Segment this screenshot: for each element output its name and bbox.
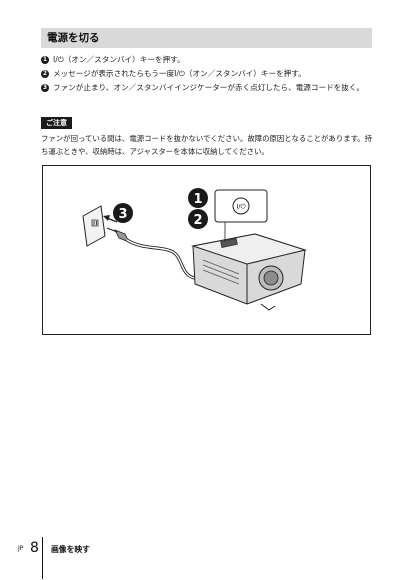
callout-1-badge: [188, 188, 208, 208]
section-heading: 電源を切る: [41, 28, 372, 48]
step-text: I/⏻（オン／スタンバイ）キーを押す。: [53, 55, 185, 64]
step-number: 1: [41, 56, 49, 65]
step-text: ファンが止まり、オン／スタンバイインジケーターが赤く点灯したら、電源コードを抜く…: [53, 83, 365, 93]
step-number: 2: [41, 70, 49, 79]
power-cord-icon: [106, 227, 196, 280]
projector-icon: [191, 233, 307, 311]
footer-section-title: 画像を映す: [51, 545, 90, 554]
step-text: メッセージが表示されたらもう一度I/⏻（オン／スタンバイ）キーを押す。: [53, 69, 306, 79]
illustration-drawing: I/⏻ 1 2 3: [82, 188, 307, 311]
caution-text: ファンが回っている間は、電源コードを抜かないでください。故障の原因となることがあ…: [41, 134, 373, 156]
power-key-icon: [232, 197, 250, 215]
step-item: 2 メッセージが表示されたらもう一度I/⏻（オン／スタンバイ）キーを押す。: [41, 68, 376, 81]
caution-badge: ご注意: [41, 117, 72, 129]
callout-3-badge: [113, 203, 133, 223]
callout-3: 3: [118, 207, 127, 222]
step-item: 3 ファンが止まり、オン／スタンバイインジケーターが赤く点灯したら、電源コードを…: [41, 82, 376, 95]
callout-1: 1: [193, 192, 202, 207]
wall-outlet-icon: [82, 205, 106, 247]
power-key-symbol: I/⏻: [236, 203, 245, 211]
projector-illustration: I/⏻ 1 2 3: [42, 165, 371, 335]
footer-divider: [42, 537, 43, 579]
footer-region-label: JP: [18, 545, 24, 552]
callout-2: 2: [193, 213, 202, 228]
page-number: 8: [30, 540, 39, 556]
step-item: 1 I/⏻（オン／スタンバイ）キーを押す。: [41, 54, 376, 67]
step-list: 1 I/⏻（オン／スタンバイ）キーを押す。 2 メッセージが表示されたらもう一度…: [41, 54, 376, 96]
step-number: 3: [41, 84, 49, 93]
callout-2-badge: [188, 209, 208, 229]
